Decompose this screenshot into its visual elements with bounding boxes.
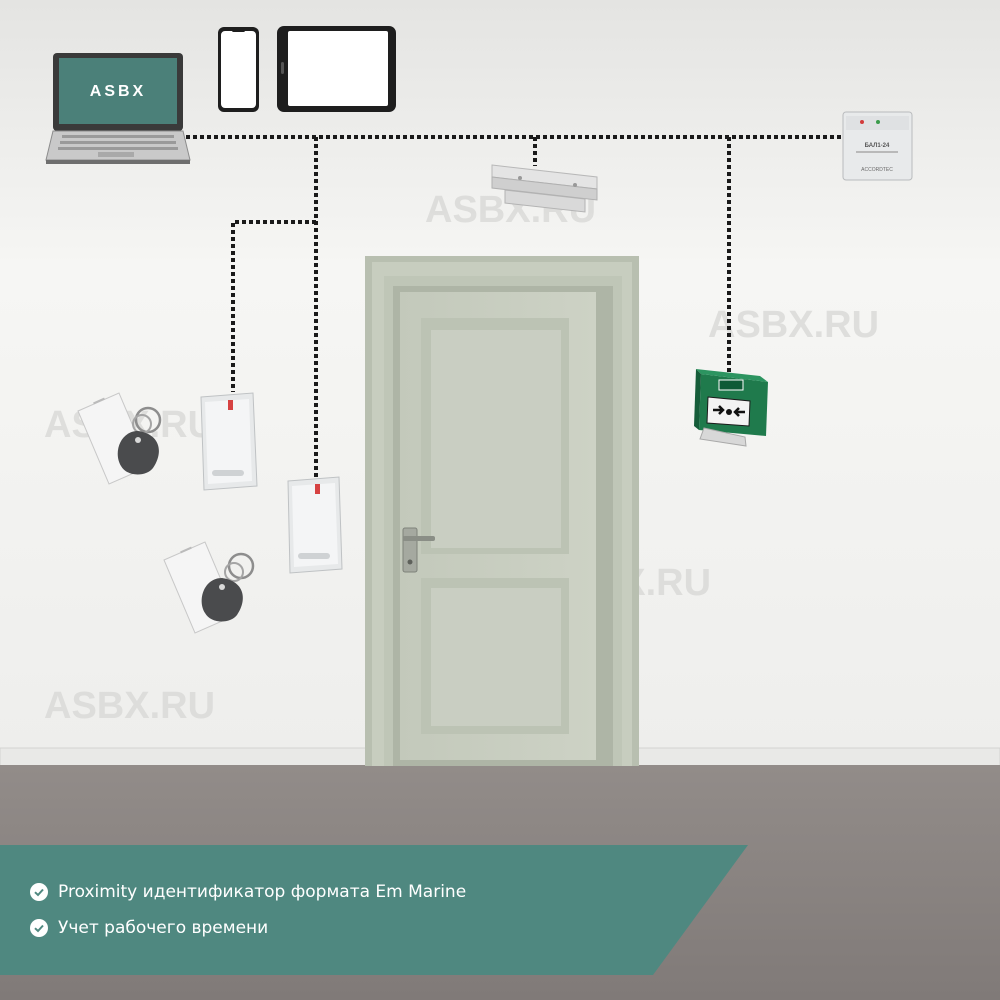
- features-banner: [0, 845, 748, 975]
- laptop: ASBX: [45, 53, 191, 164]
- card-reader: [287, 476, 343, 574]
- power-supply-unit: БАЛ1-24 ACCORDTEC: [842, 111, 913, 181]
- smartphone: [218, 27, 259, 112]
- feature-item: Proximity идентификатор формата Em Marin…: [30, 879, 466, 905]
- feature-item: Учет рабочего времени: [30, 915, 268, 941]
- door: [365, 256, 639, 766]
- emergency-exit-button: [694, 369, 768, 447]
- watermark: ASBX.RU: [44, 685, 215, 727]
- power-supply-label: БАЛ1-24: [865, 143, 890, 149]
- check-circle-icon: [30, 883, 48, 901]
- check-circle-icon: [30, 919, 48, 937]
- power-supply-brand: ACCORDTEC: [861, 167, 893, 173]
- card-reader: [200, 392, 258, 491]
- reader-cable-near: [231, 220, 316, 392]
- laptop-screen-text: ASBX: [90, 83, 146, 100]
- feature-text: Учет рабочего времени: [58, 918, 269, 938]
- electromagnetic-lock: [491, 164, 598, 213]
- door-handle: [402, 527, 418, 573]
- watermark: ASBX.RU: [708, 304, 879, 346]
- feature-text: Proximity идентификатор формата Em Marin…: [58, 882, 467, 902]
- cables: [186, 135, 845, 478]
- proximity-card-and-keyfob: [77, 392, 162, 485]
- proximity-card-and-keyfob: [163, 541, 255, 634]
- tablet: [277, 26, 396, 112]
